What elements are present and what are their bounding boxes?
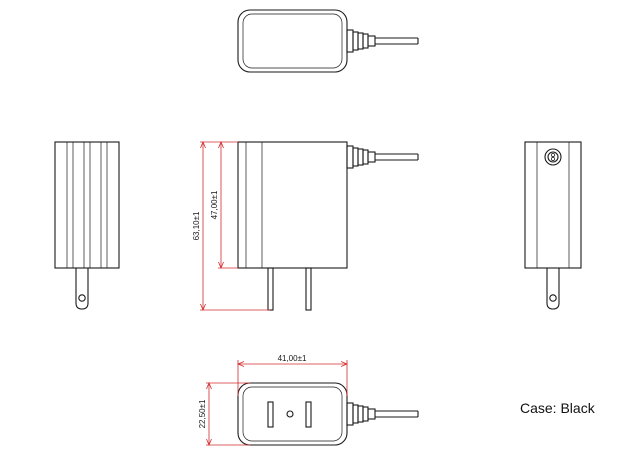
right-side-view-prong xyxy=(546,268,560,310)
height-dimensions: 63,10±1 47,00±1 xyxy=(192,140,270,312)
bottom-view-blade-right xyxy=(305,401,312,428)
bottom-view-center-hole xyxy=(286,410,294,418)
bottom-view xyxy=(237,382,419,446)
front-view-prong-right xyxy=(305,267,312,311)
case-color-note: Case: Black xyxy=(520,400,595,416)
dimension-total-height: 63,10±1 xyxy=(192,211,201,240)
front-view-prong-left xyxy=(267,267,274,311)
bottom-dimensions: 41,00±1 22,50±1 xyxy=(198,354,349,447)
bottom-view-cable xyxy=(375,410,419,418)
dimension-body-height: 47,00±1 xyxy=(210,190,219,219)
bottom-view-strain-relief xyxy=(346,402,376,426)
left-side-view-prong xyxy=(75,268,89,310)
dimension-body-width: 41,00±1 xyxy=(278,354,307,363)
bottom-view-blade-left xyxy=(267,401,274,428)
top-view-cable xyxy=(375,37,419,45)
front-view xyxy=(237,141,419,311)
left-side-view-prong-hole xyxy=(78,294,86,302)
top-view xyxy=(237,9,419,73)
dimension-body-depth: 22,50±1 xyxy=(198,399,207,428)
top-view-strain-relief xyxy=(346,29,376,53)
front-view-strain-relief xyxy=(346,145,376,169)
right-side-view-cable-socket xyxy=(544,148,562,166)
right-side-view xyxy=(524,141,582,310)
front-view-cable xyxy=(375,153,419,161)
left-side-view xyxy=(54,141,120,310)
right-side-view-prong-hole xyxy=(549,294,557,302)
